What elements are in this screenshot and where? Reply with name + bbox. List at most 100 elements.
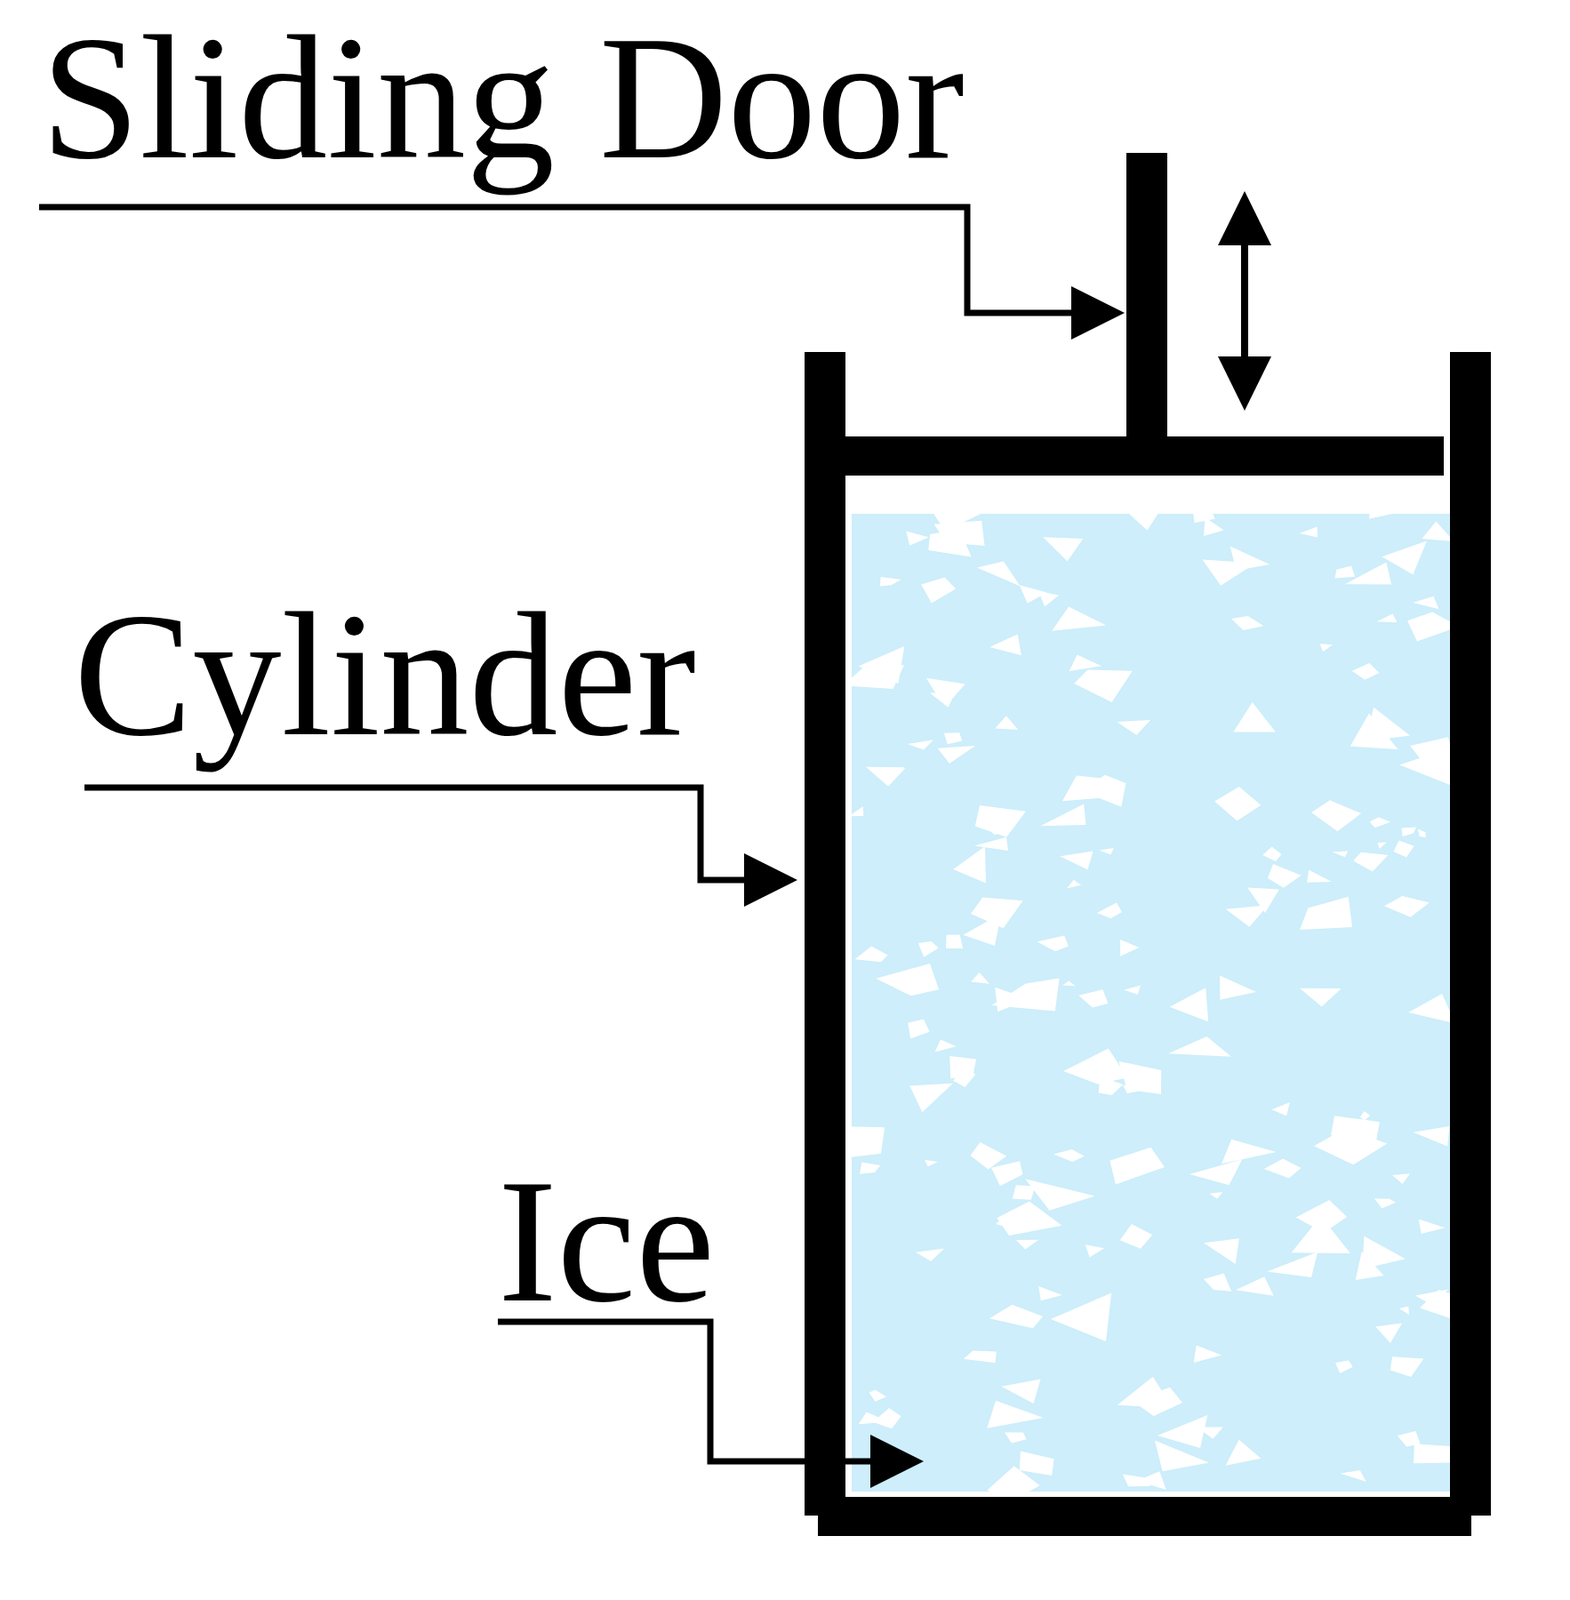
arrowhead (1071, 286, 1125, 340)
ice-gap (1062, 776, 1114, 802)
ice-gap (1272, 1102, 1291, 1116)
leader-lines (39, 207, 1076, 1462)
ice-gap (963, 1351, 997, 1364)
ice-gap (991, 1161, 1023, 1186)
ice-gap (849, 806, 864, 817)
ice-gap (1417, 829, 1426, 838)
ice-gap (986, 1401, 1044, 1429)
ice-gap (1025, 1178, 1096, 1211)
ice-gap (1042, 536, 1083, 561)
ice-gap (945, 935, 963, 950)
ice-gap (1209, 1192, 1224, 1200)
ice-gap (994, 987, 1029, 1013)
arrowhead (870, 1434, 924, 1489)
ice-gap (935, 1039, 957, 1052)
ice-gap (1225, 1440, 1262, 1466)
ice-gap (926, 678, 966, 698)
ice-gap (970, 897, 1024, 930)
ice-gap (1399, 751, 1450, 786)
ice-gap (1063, 1049, 1128, 1085)
ice-gap (865, 767, 906, 787)
ice-gap (1390, 1356, 1425, 1378)
ice-gap (1117, 1377, 1173, 1409)
door-plate (845, 436, 1444, 476)
door-rod (1126, 152, 1168, 437)
ice-gap (1230, 546, 1271, 571)
ice-gap (1123, 985, 1141, 995)
ice-gap (1361, 1236, 1406, 1270)
leader-line (39, 207, 1076, 313)
ice-gap (974, 837, 1009, 851)
ice-gap (921, 576, 956, 603)
ice-gap (1059, 850, 1093, 870)
ice-gap (1137, 1471, 1167, 1490)
ice-gap (1407, 612, 1450, 642)
part-label: Ice (497, 1152, 715, 1330)
ice-gap (1320, 643, 1334, 652)
ice-gap (1040, 804, 1086, 827)
ice-gap (907, 1018, 930, 1039)
ice-gap (873, 1408, 902, 1429)
ice-gap (1412, 1126, 1450, 1147)
ice-gap (1221, 1139, 1276, 1165)
ice-gap (1203, 1273, 1232, 1292)
ice-gap (1392, 1173, 1410, 1185)
ice-gap (1189, 1159, 1242, 1186)
ice-gap (1267, 864, 1302, 889)
ice-gap (1264, 1158, 1302, 1178)
ice-gap (1369, 504, 1396, 520)
ice-gap (1053, 1149, 1085, 1162)
ice-gap (1401, 827, 1418, 837)
ice-gap (1422, 520, 1451, 542)
ice-gap (1019, 1451, 1055, 1476)
ice-gap (1393, 841, 1415, 858)
ice-gap (1051, 607, 1106, 632)
ice-gap (1291, 1216, 1352, 1254)
ice-gap (970, 972, 990, 985)
ice-gap (1419, 1289, 1450, 1322)
ice-gap (1073, 670, 1133, 704)
ice-gap (859, 1162, 881, 1175)
ice-gap (1377, 842, 1386, 850)
ice-gap (1157, 1415, 1208, 1449)
part-label: Sliding Door (40, 8, 965, 187)
ice-gap (1214, 786, 1261, 821)
ice-gap (1233, 702, 1276, 733)
ice-gap (1193, 1345, 1222, 1363)
ice-gap (1262, 846, 1282, 862)
ice-gap (991, 978, 1059, 1012)
ice-gap (944, 732, 962, 745)
ice-gap (977, 560, 1021, 586)
leader-arrowheads (744, 286, 1125, 1489)
ice-gap (1299, 897, 1353, 930)
ice-gap (1097, 903, 1122, 920)
ice-gap (1098, 848, 1114, 856)
ice-ground (845, 497, 1450, 1498)
ice-gap (1313, 1129, 1387, 1166)
ice-gap (1280, 497, 1295, 506)
ice-gap (1062, 981, 1076, 987)
ice-gap (1384, 896, 1430, 918)
ice-gap (1339, 1470, 1367, 1482)
ice-gap (969, 1142, 1007, 1170)
ice-gap (1332, 851, 1349, 858)
ice-gap (1120, 939, 1139, 957)
cylinder-base (817, 1497, 1472, 1537)
ice-gap (1353, 852, 1388, 873)
ice-gap (934, 520, 986, 546)
ice-gap (1168, 1036, 1232, 1058)
cylinder-wall (804, 352, 846, 1516)
ice-gap (1037, 936, 1069, 953)
ice-gap (1235, 1276, 1274, 1296)
ice-gap (1306, 870, 1332, 883)
ice-gap (1038, 1286, 1063, 1301)
ice-gap (1169, 987, 1210, 1022)
ice-gap (909, 1083, 954, 1114)
ice-gap (1352, 663, 1380, 681)
ice-gap (1116, 720, 1151, 736)
leader-line (497, 1321, 875, 1462)
ice-gap (953, 846, 986, 883)
ice-gap (1078, 989, 1108, 1008)
ice-gap (989, 634, 1022, 657)
ice-gap (1376, 614, 1397, 624)
